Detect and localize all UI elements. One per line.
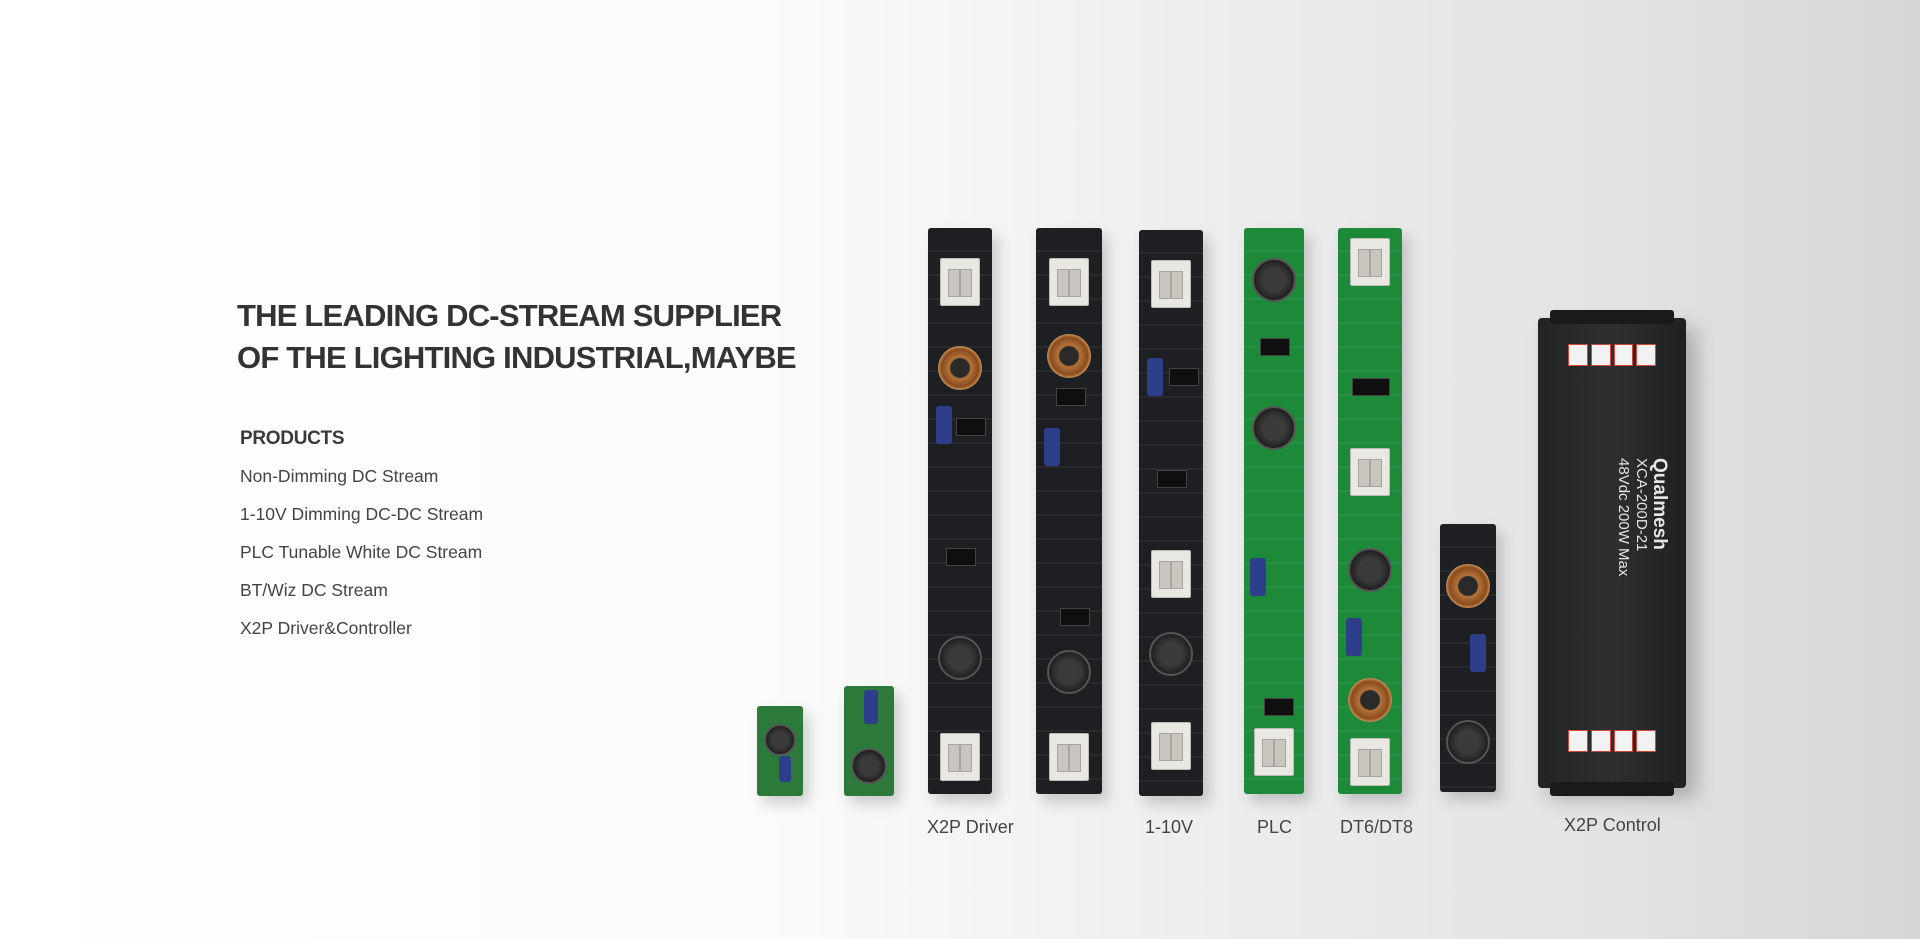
plc-board-image: [1244, 228, 1304, 794]
products-section: PRODUCTS Non-Dimming DC Stream 1-10V Dim…: [240, 428, 483, 654]
hero-title-line1: THE LEADING DC-STREAM SUPPLIER: [237, 298, 782, 333]
products-list: Non-Dimming DC Stream 1-10V Dimming DC-D…: [240, 464, 483, 654]
controller-brand: Qualmesh: [1649, 458, 1670, 550]
label-1-10v: 1-10V: [1145, 817, 1194, 837]
hero-title: THE LEADING DC-STREAM SUPPLIER OF THE LI…: [237, 295, 797, 379]
dimming-1-10v-board-image: [1139, 230, 1203, 796]
product-link-plc[interactable]: PLC Tunable White DC Stream: [240, 542, 483, 562]
hero-title-line2: OF THE LIGHTING INDUSTRIAL,MAYBE: [237, 340, 797, 375]
product-link-non-dimming[interactable]: Non-Dimming DC Stream: [240, 466, 439, 486]
products-heading: PRODUCTS: [240, 428, 345, 449]
controller-rating: 48Vdc 200W Max: [1615, 458, 1632, 577]
label-plc: PLC: [1257, 817, 1293, 837]
product-link-x2p[interactable]: X2P Driver&Controller: [240, 618, 412, 638]
small-module-a-image: [757, 706, 803, 796]
controller-model: XCA-200D-21: [1633, 458, 1650, 552]
x2p-driver-board-image: [928, 228, 992, 794]
label-x2p-driver: X2P Driver: [927, 817, 1014, 837]
dt6-dt8-board-image: [1338, 228, 1402, 794]
driver-board-2-image: [1036, 228, 1102, 794]
small-module-b-image: [844, 686, 894, 796]
controller-print: Qualmesh XCA-200D-21 48Vdc 200W Max: [1578, 458, 1670, 698]
product-link-bt-wiz[interactable]: BT/Wiz DC Stream: [240, 580, 388, 600]
bt-wiz-board-image: [1440, 524, 1496, 792]
x2p-controller-image: Qualmesh XCA-200D-21 48Vdc 200W Max: [1538, 310, 1686, 796]
label-dt6-dt8: DT6/DT8: [1340, 817, 1414, 837]
label-x2p-control: X2P Control: [1564, 815, 1661, 835]
product-link-1-10v[interactable]: 1-10V Dimming DC-DC Stream: [240, 504, 484, 524]
